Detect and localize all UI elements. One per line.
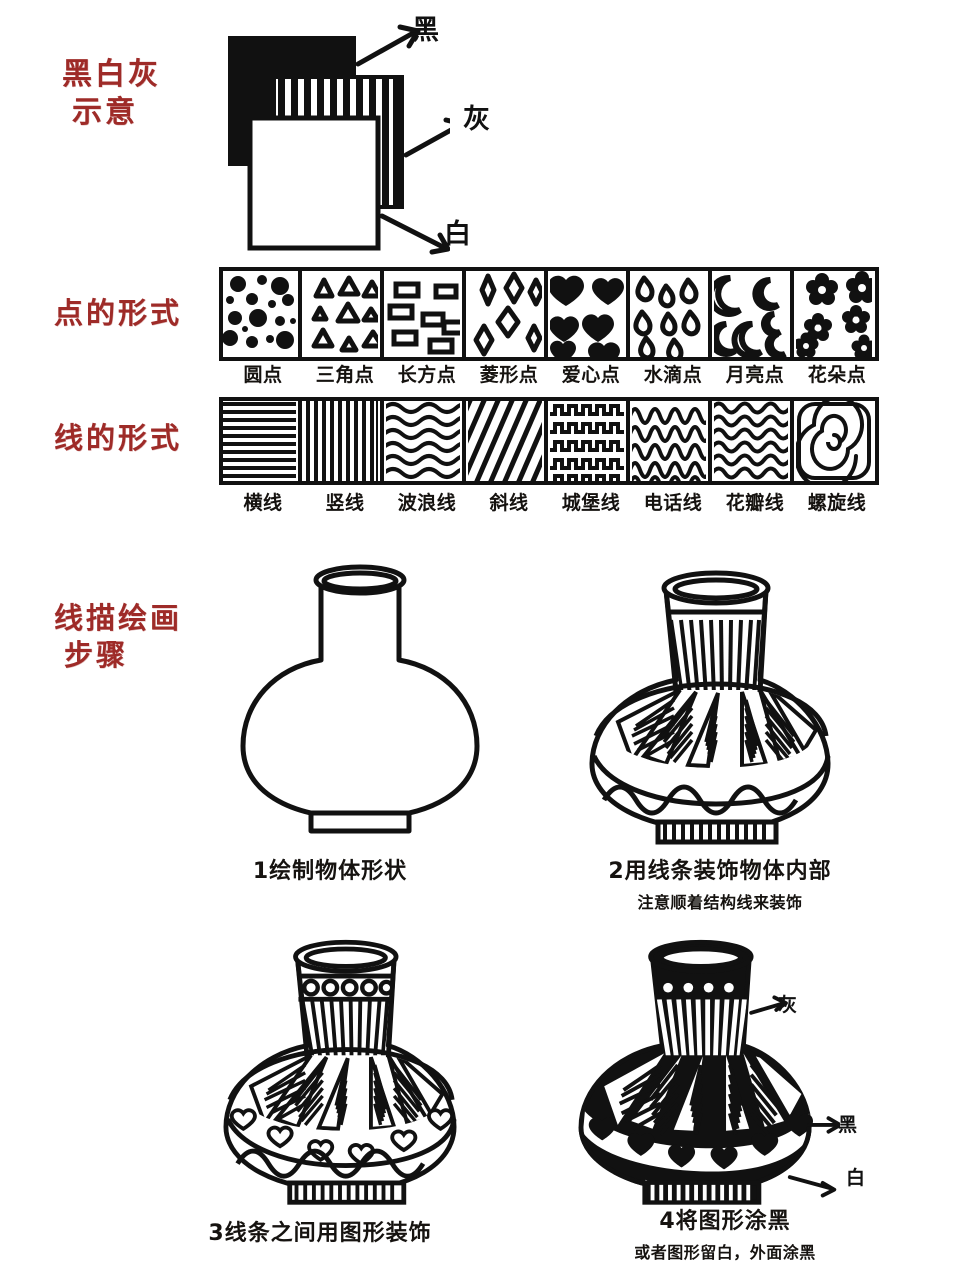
vase4-arrow-gray — [749, 995, 788, 1015]
step-caption-4: 4将图形涂黑 或者图形留白，外面涂黑 — [510, 1203, 940, 1263]
heart-dot-pattern — [550, 275, 624, 358]
label-white: 白 — [444, 219, 471, 250]
vase-step-1 — [240, 564, 480, 834]
vase4-label-black: 黑 — [838, 1114, 858, 1136]
white-square — [247, 115, 381, 251]
heading-line-2: 示意 — [72, 95, 138, 131]
vase4-heart-band — [582, 1111, 810, 1172]
step-caption-2: 2用线条装饰物体内部 注意顺着结构线来装饰 — [520, 853, 920, 913]
label-gray: 灰 — [463, 104, 490, 135]
telephone-line-pattern — [632, 407, 706, 482]
spiral-line-pattern — [796, 400, 871, 482]
vase4-label-gray: 灰 — [778, 994, 798, 1016]
arrow-to-white — [379, 213, 450, 255]
diamond-dot-pattern — [473, 271, 542, 357]
vase2-base — [655, 819, 779, 845]
dot-caption-0: 圆点 — [243, 364, 283, 386]
castle-line-pattern — [550, 404, 624, 482]
vase4-base — [642, 1180, 762, 1205]
vase-rim-inner — [321, 570, 399, 592]
step-caption-1: 1绘制物体形状 — [150, 853, 510, 885]
step-caption-4-main: 4将图形涂黑 — [659, 1209, 791, 1234]
line-forms-captions: 横线 竖线 波浪线 斜线 城堡线 电话线 花瓣线 螺旋线 — [222, 488, 878, 515]
vase3-rim-inner — [303, 946, 388, 969]
rectangle-dot-pattern — [387, 281, 460, 355]
vase-body-outline — [240, 579, 480, 821]
vase4-hearts — [588, 1113, 814, 1170]
vase4-neck-dots — [663, 982, 734, 993]
steps-heading-line-2: 步骤 — [64, 638, 129, 673]
step-caption-1-main: 1绘制物体形状 — [252, 859, 408, 884]
vase4-rim-inner — [658, 946, 743, 969]
vase-base — [308, 810, 412, 834]
step-caption-2-sub: 注意顺着结构线来装饰 — [637, 893, 803, 912]
droplet-dot-pattern — [633, 275, 701, 358]
dot-caption-2: 长方点 — [397, 364, 457, 386]
vase3-neck-circles — [302, 978, 395, 997]
section-heading-bw-gray: 黑白灰 示意 — [62, 56, 161, 133]
flower-dot-pattern — [796, 271, 872, 358]
dot-caption-5: 水滴点 — [643, 364, 703, 386]
vase2-neck-edges — [663, 589, 769, 693]
vase4-label-white: 白 — [846, 1167, 866, 1189]
arrow-to-black — [355, 24, 421, 67]
petal-line-pattern — [714, 401, 788, 480]
arrow-to-gray — [403, 117, 450, 158]
step-caption-4-sub: 或者图形留白，外面涂黑 — [634, 1243, 816, 1262]
line-caption-6: 花瓣线 — [725, 492, 785, 514]
dot-forms-captions: 圆点 三角点 长方点 菱形点 爱心点 水滴点 月亮点 花朵点 — [222, 360, 878, 387]
circle-dot-pattern — [222, 275, 296, 349]
step-caption-2-main: 2用线条装饰物体内部 — [608, 859, 832, 884]
line-caption-2: 波浪线 — [397, 492, 457, 514]
line-strip-grid — [219, 397, 879, 485]
vase3-shoulder-band — [225, 1047, 457, 1168]
line-forms-strip — [219, 397, 879, 485]
vase2-shoulder-band — [591, 681, 831, 807]
horizontal-line-pattern — [222, 402, 296, 478]
line-caption-5: 电话线 — [643, 492, 703, 514]
vase-step-4 — [578, 939, 840, 1205]
vase4-arrow-white — [787, 1175, 837, 1198]
diagonal-line-pattern — [468, 400, 542, 482]
section-heading-line-forms: 线的形式 — [54, 421, 183, 455]
vase4-shoulder — [604, 1051, 802, 1136]
heading-line-1: 黑白灰 — [62, 57, 161, 92]
triangle-dot-pattern — [311, 275, 378, 353]
dot-caption-6: 月亮点 — [725, 364, 785, 386]
line-caption-7: 螺旋线 — [807, 492, 867, 514]
vertical-line-pattern — [306, 400, 378, 482]
vase3-wave-band — [235, 1148, 426, 1179]
line-caption-3: 斜线 — [489, 492, 529, 514]
step-caption-3: 3线条之间用图形装饰 — [120, 1215, 520, 1247]
dot-strip-grid — [219, 267, 879, 361]
vase4-arrow-black — [807, 1116, 840, 1134]
moon-dot-pattern — [714, 274, 787, 358]
label-black: 黑 — [412, 15, 439, 46]
dot-forms-strip — [219, 267, 879, 361]
bw-gray-diagram — [228, 24, 450, 255]
dot-caption-1: 三角点 — [315, 364, 375, 386]
vase2-rim-inner — [672, 577, 760, 601]
section-heading-dot-forms: 点的形式 — [54, 296, 183, 330]
vase4-neck-gray-stripes — [656, 999, 747, 1056]
dot-caption-7: 花朵点 — [807, 364, 867, 386]
section-heading-steps: 线描绘画 步骤 — [54, 600, 182, 674]
steps-heading-line-1: 线描绘画 — [54, 601, 183, 635]
dot-caption-4: 爱心点 — [561, 364, 621, 386]
line-caption-4: 城堡线 — [561, 492, 621, 514]
vase2-wave-band — [601, 784, 799, 816]
vase-step-3 — [223, 939, 457, 1205]
step-caption-3-main: 3线条之间用图形装饰 — [208, 1221, 432, 1246]
line-caption-1: 竖线 — [325, 492, 365, 514]
vase3-base — [287, 1180, 407, 1205]
dot-caption-3: 菱形点 — [479, 364, 539, 386]
line-caption-0: 横线 — [243, 492, 283, 514]
vase-step-2 — [589, 570, 831, 845]
wave-line-pattern — [386, 402, 460, 479]
